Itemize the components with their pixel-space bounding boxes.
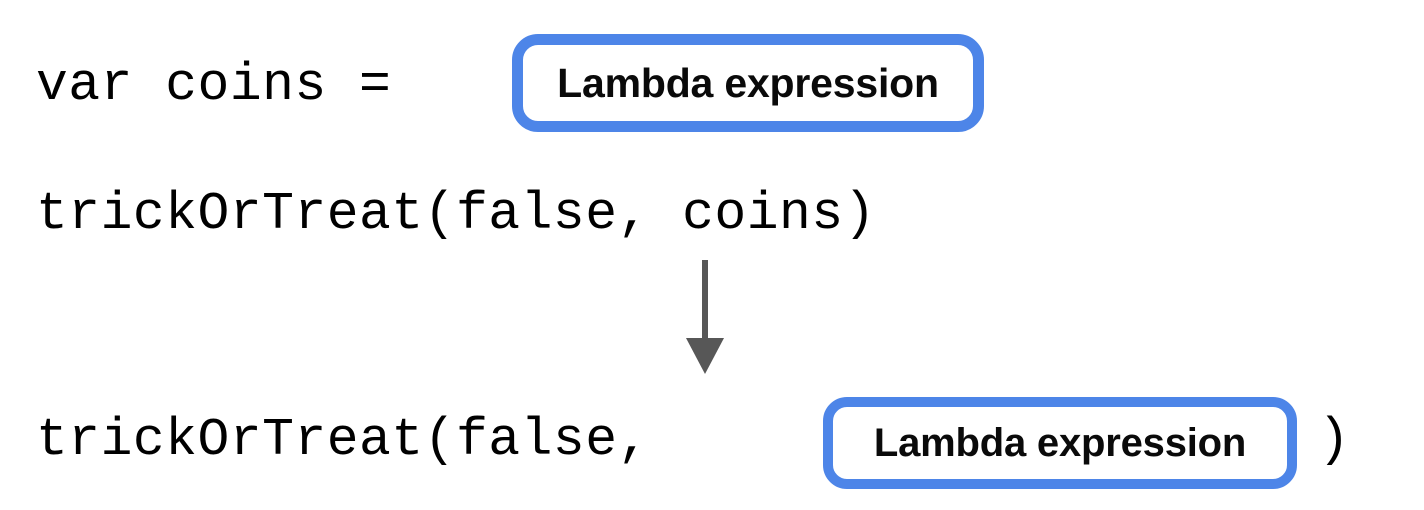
code-line-trickortreat-closing-paren: ) — [1318, 410, 1351, 470]
code-line-trickortreat-with-coins: trickOrTreat(false, coins) — [36, 184, 876, 244]
lambda-expression-chip-after-label: Lambda expression — [873, 420, 1247, 465]
lambda-expression-chip-after[interactable]: Lambda expression — [823, 397, 1297, 489]
code-line-var-coins-assignment: var coins = — [36, 55, 424, 115]
lambda-expression-chip-before[interactable]: Lambda expression — [512, 34, 984, 132]
arrow-head — [686, 338, 724, 374]
lambda-expression-chip-before-label: Lambda expression — [557, 59, 939, 106]
transforms-into-arrow-icon — [686, 260, 724, 374]
code-line-trickortreat-trailing-lambda-prefix: trickOrTreat(false, — [36, 410, 683, 470]
